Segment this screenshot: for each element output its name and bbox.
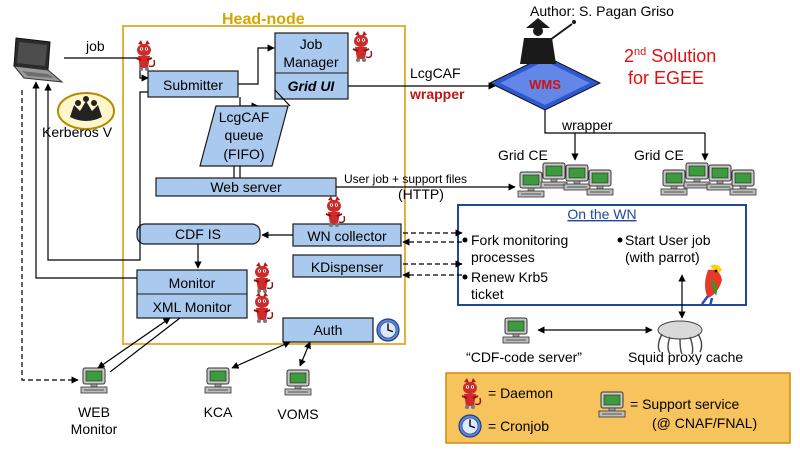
- computer-icon: [204, 367, 232, 394]
- arrow-auth-voms: [299, 341, 311, 367]
- queue-label-2: queue: [225, 127, 264, 143]
- job-manager-label-1: Job: [300, 36, 323, 52]
- bullet: [462, 274, 468, 280]
- monitor-label: Monitor: [169, 275, 216, 291]
- computer-icon: [540, 162, 568, 189]
- arrow-submitter-jobmanager: [238, 44, 275, 85]
- user-job-label-2: (HTTP): [398, 186, 444, 202]
- xml-monitor-label: XML Monitor: [153, 299, 232, 315]
- computer-icon: [729, 169, 757, 196]
- solution-sup: nd: [634, 46, 646, 58]
- bullet: [462, 237, 468, 243]
- squid-icon: [657, 320, 703, 355]
- computer-icon: [80, 367, 108, 394]
- solution-num: 2: [624, 46, 634, 66]
- grid-ce-2-cluster: [660, 162, 757, 196]
- wrapper-label: wrapper: [561, 117, 613, 133]
- web-monitor-label-1: WEB: [78, 404, 110, 420]
- grid-ce-1-label: Grid CE: [498, 147, 548, 163]
- dash-laptop-webmonitor: [21, 90, 79, 384]
- wn-fork-2: processes: [471, 249, 535, 265]
- squid-label: Squid proxy cache: [628, 349, 743, 365]
- laptop-icon: [12, 37, 64, 83]
- computer-icon: [598, 391, 626, 418]
- author-label: Author: S. Pagan Griso: [530, 3, 674, 19]
- computer-icon: [517, 171, 545, 198]
- computer-icon: [683, 162, 711, 189]
- submitter-label: Submitter: [163, 77, 223, 93]
- wn-renew-2: ticket: [471, 286, 504, 302]
- auth-box: [282, 317, 374, 343]
- wn-collector-label: WN collector: [307, 228, 387, 244]
- wn-start-2: (with parrot): [625, 249, 700, 265]
- legend-daemon: = Daemon: [488, 385, 553, 401]
- arrow-submitter-queue: [239, 97, 259, 110]
- daemon-icon: [352, 30, 373, 63]
- job-manager-label-2: Manager: [283, 54, 339, 70]
- grid-ce-1-cluster: [517, 162, 614, 198]
- arrow-auth-kca: [231, 341, 291, 369]
- auth-label: Auth: [314, 322, 343, 338]
- wms-label: WMS: [529, 77, 561, 92]
- bullet: [617, 237, 623, 243]
- grid-ui-label: Grid UI: [288, 78, 336, 94]
- arrow-jobmanager-queue: [274, 89, 291, 107]
- web-server-label: Web server: [210, 179, 282, 195]
- daemon-icon: [325, 195, 346, 228]
- wms-inner: [500, 61, 590, 105]
- queue-label-3: (FIFO): [223, 146, 264, 162]
- queue-label-1: LcgCAF: [219, 109, 270, 125]
- clock-icon: [376, 318, 400, 342]
- daemon-icon: [253, 291, 274, 324]
- wn-fork-1: Fork monitoring: [471, 232, 568, 248]
- kdispenser-box: [292, 254, 402, 278]
- daemon-icon: [253, 261, 274, 294]
- computer-icon: [284, 369, 312, 396]
- wn-renew-1: Renew Krb5: [471, 269, 548, 285]
- kerberos-label: Kerberos V: [42, 124, 113, 140]
- arrow-monitor-webmonitor: [97, 317, 171, 369]
- solution-rest: Solution: [646, 46, 716, 66]
- legend-support-2: (@ CNAF/FNAL): [652, 415, 757, 431]
- wizard-icon: [520, 18, 576, 64]
- voms-label: VOMS: [277, 406, 318, 422]
- job-manager-box: [274, 32, 349, 100]
- solution-title-line1: 2nd Solution: [624, 46, 716, 66]
- legend-support-1: = Support service: [630, 396, 740, 412]
- computer-icon: [660, 169, 688, 196]
- job-label: job: [85, 38, 105, 54]
- wms-down-line: [544, 110, 705, 134]
- lcgcaf-label: LcgCAF: [410, 65, 461, 81]
- on-the-wn-title: On the WN: [567, 206, 636, 222]
- arrow-monitor-laptop-1: [32, 81, 137, 279]
- kca-label: KCA: [204, 404, 233, 420]
- computer-icon: [706, 164, 734, 191]
- user-job-label-1: User job + support files: [344, 172, 467, 186]
- grid-ce-2-label: Grid CE: [634, 147, 684, 163]
- computer-icon: [563, 164, 591, 191]
- kdispenser-label: KDispenser: [311, 259, 384, 275]
- headnode-title: Head-node: [222, 11, 305, 28]
- lcgcaf-queue-box: [199, 105, 289, 167]
- computer-icon: [502, 317, 530, 344]
- solution-title-line2: for EGEE: [628, 68, 704, 88]
- kerberos-dog-icon: [57, 92, 115, 130]
- wn-start-1: Start User job: [625, 232, 711, 248]
- daemon-icon: [135, 39, 156, 72]
- cdf-is-label: CDF IS: [175, 226, 221, 242]
- arrow-job: [64, 57, 149, 82]
- clock-icon: [458, 414, 482, 438]
- arrow-xmlmonitor-webmonitor: [109, 317, 181, 373]
- computer-icon: [586, 169, 614, 196]
- web-monitor-label-2: Monitor: [71, 421, 118, 437]
- legend-cronjob: = Cronjob: [488, 418, 549, 434]
- wrapper-red-label: wrapper: [409, 86, 465, 102]
- queue-webserver-link: [233, 166, 241, 178]
- arrow-monitor-laptop-2: [44, 83, 148, 261]
- on-the-wn-box: [457, 204, 747, 306]
- cdf-code-server-label: “CDF-code server”: [466, 349, 582, 365]
- parrot-icon: [701, 264, 722, 307]
